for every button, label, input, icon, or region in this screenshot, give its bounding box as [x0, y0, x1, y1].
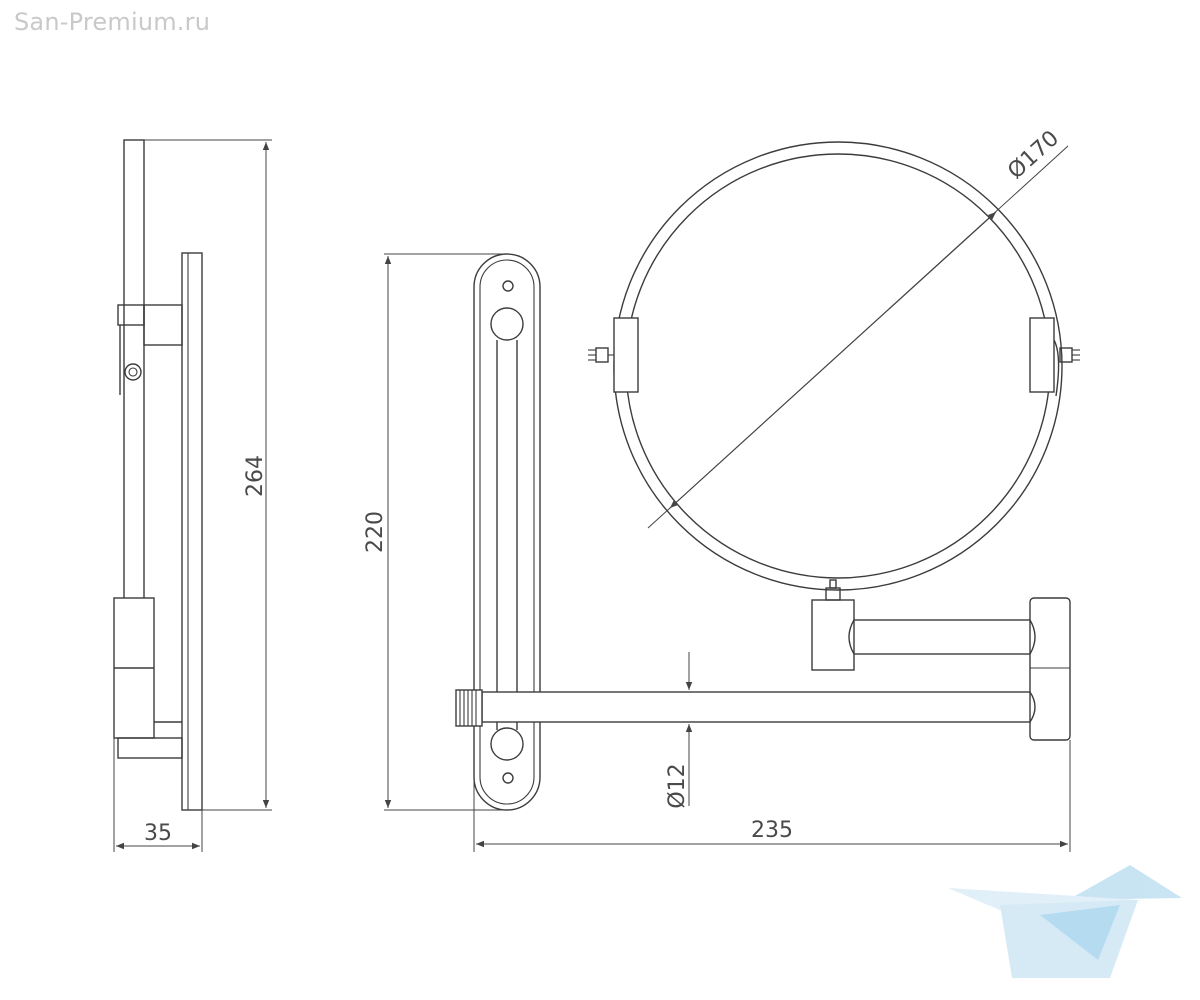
- watermark-text: San-Premium.ru: [14, 8, 211, 36]
- san-premium-logo-icon: [948, 865, 1182, 978]
- dim-total-height: 264: [243, 455, 268, 497]
- dim-arm-diameter: Ø12: [665, 763, 690, 808]
- side-view: 264 35: [113, 139, 272, 852]
- dim-depth: 35: [144, 821, 172, 846]
- dim-arm-length: 235: [751, 818, 793, 843]
- front-view: Ø170 220 Ø12 235: [363, 126, 1080, 852]
- dim-plate-height: 220: [363, 511, 388, 553]
- dim-mirror-diameter: Ø170: [1003, 126, 1064, 184]
